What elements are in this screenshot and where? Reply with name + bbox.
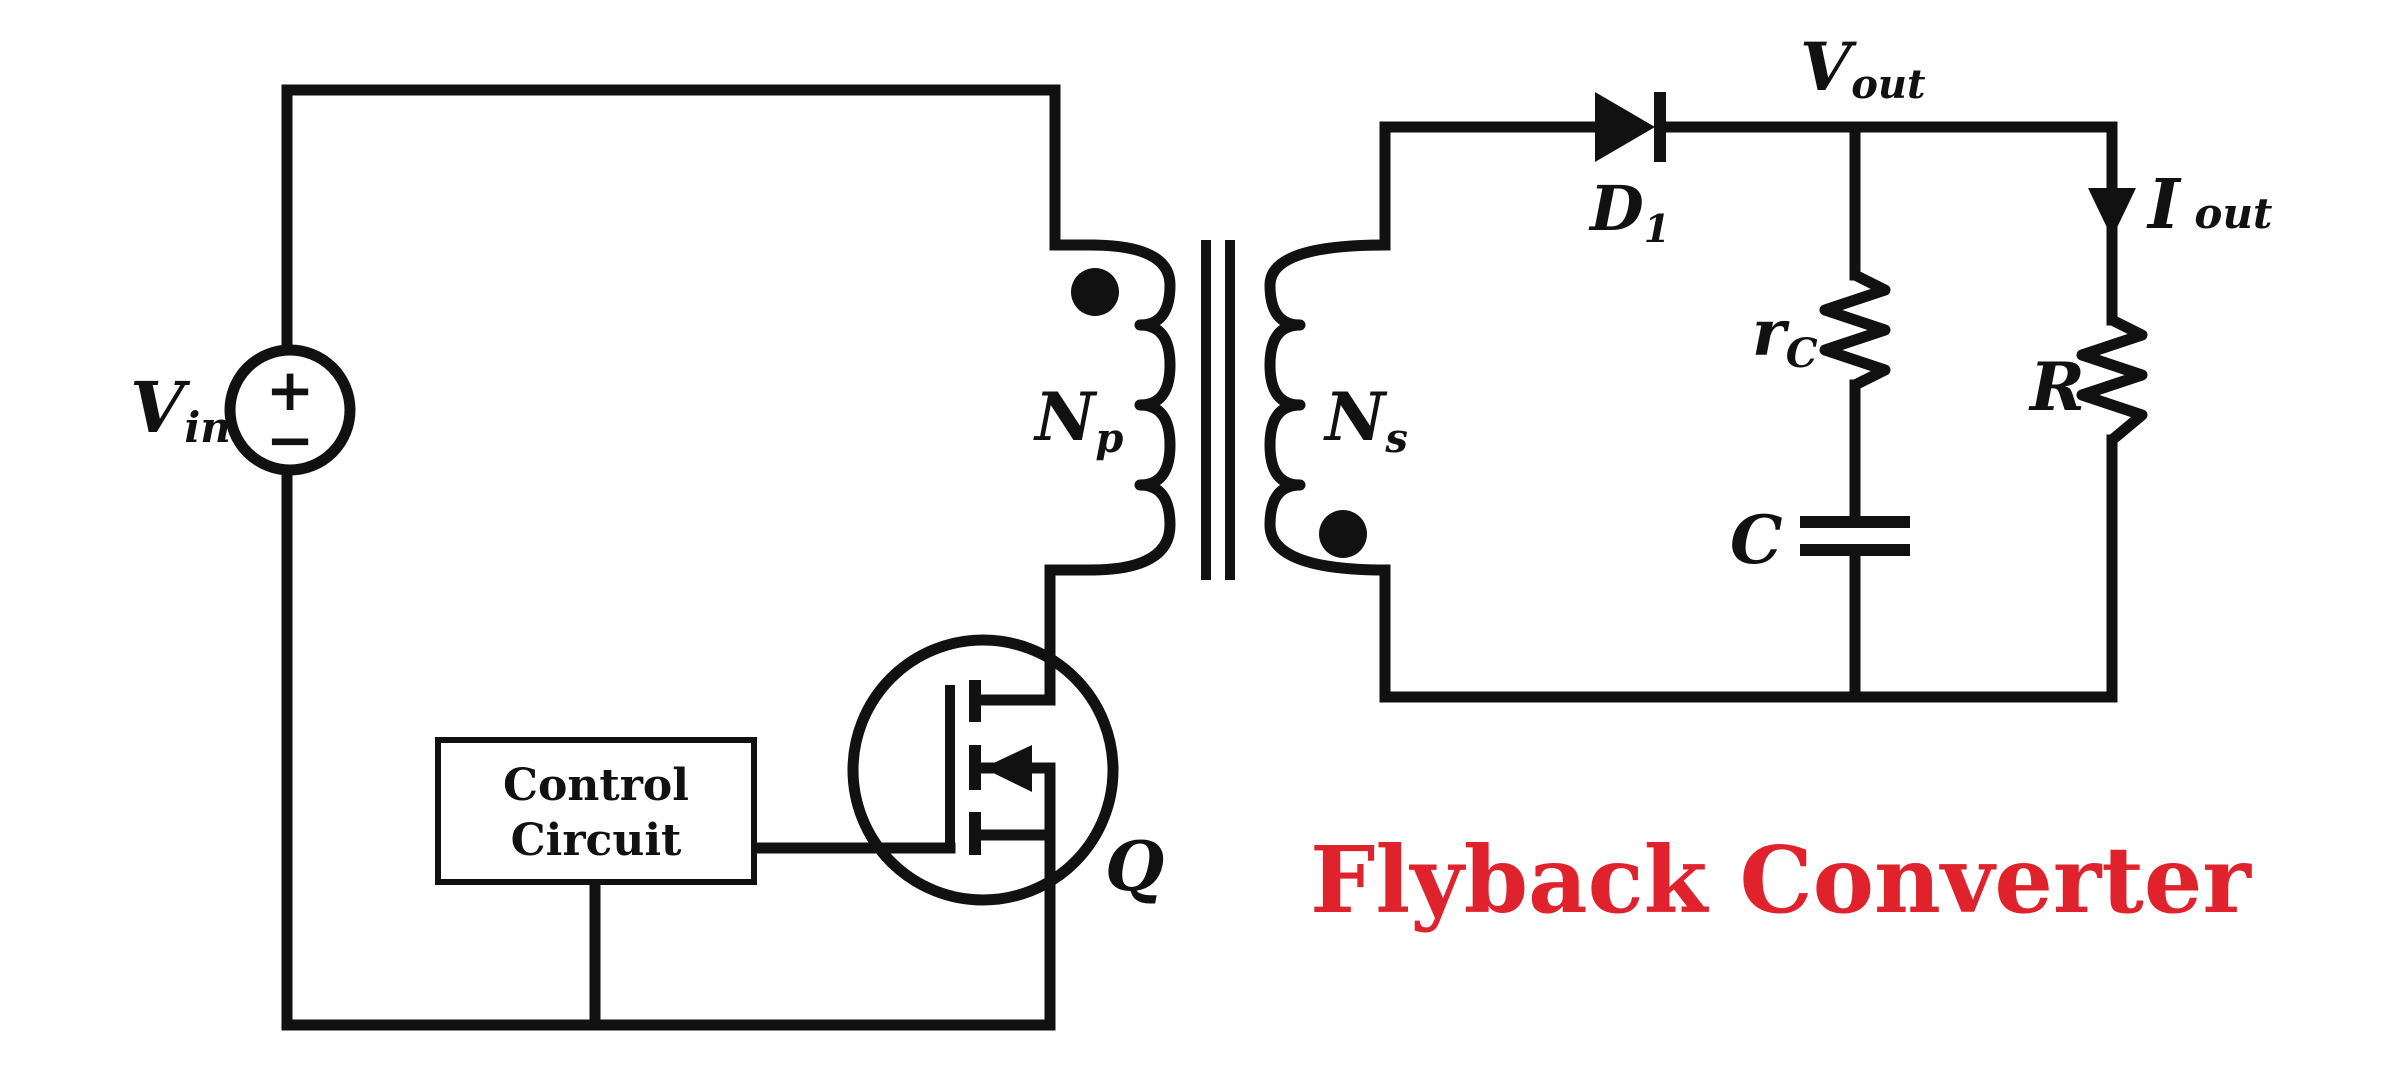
vin-plus-symbol: + <box>266 356 315 424</box>
iout-arrow-head <box>2088 188 2136 238</box>
mosfet-drain-lead <box>969 684 1056 706</box>
wire-output-rail <box>1654 121 2118 206</box>
control-circuit-line2: Circuit <box>511 815 682 866</box>
wire-secondary-bottom <box>1379 434 2118 703</box>
q-label: Q <box>1105 827 1164 907</box>
r-label: R <box>2028 348 2085 426</box>
resistor-r-zigzag <box>2076 314 2148 446</box>
diode-d1-triangle <box>1595 92 1655 162</box>
wire-secondary-top <box>1379 121 1601 251</box>
vin-label: Vin <box>130 366 231 452</box>
c-label: C <box>1730 501 1783 579</box>
resistor-rc-zigzag <box>1819 269 1891 391</box>
diagram-title: Flyback Converter <box>1310 826 2252 934</box>
secondary-winding-coil <box>1264 239 1391 576</box>
iout-label: I out <box>2146 165 2272 245</box>
mosfet-q-circle <box>847 634 1119 906</box>
d1-label: D1 <box>1588 172 1670 251</box>
wire-primary-top <box>281 84 1096 416</box>
control-circuit-line1: Control <box>503 760 689 811</box>
vin-source-circle <box>224 344 356 476</box>
control-circuit-box <box>435 737 757 885</box>
secondary-dot-marker <box>1319 510 1367 558</box>
primary-dot-marker <box>1071 268 1119 316</box>
vin-minus-symbol: − <box>266 406 315 474</box>
ns-label: Ns <box>1323 378 1408 462</box>
rc-label: rC <box>1752 296 1818 377</box>
wire-primary-left-lower <box>281 464 1056 1031</box>
mosfet-body-arrow <box>983 745 1032 792</box>
vout-label: Vout <box>1800 28 1926 108</box>
np-label: Np <box>1033 378 1123 462</box>
wire-primary-bottom-drain <box>1044 564 1096 696</box>
primary-winding-coil <box>1084 239 1176 576</box>
mosfet-source-lead <box>969 829 1056 876</box>
